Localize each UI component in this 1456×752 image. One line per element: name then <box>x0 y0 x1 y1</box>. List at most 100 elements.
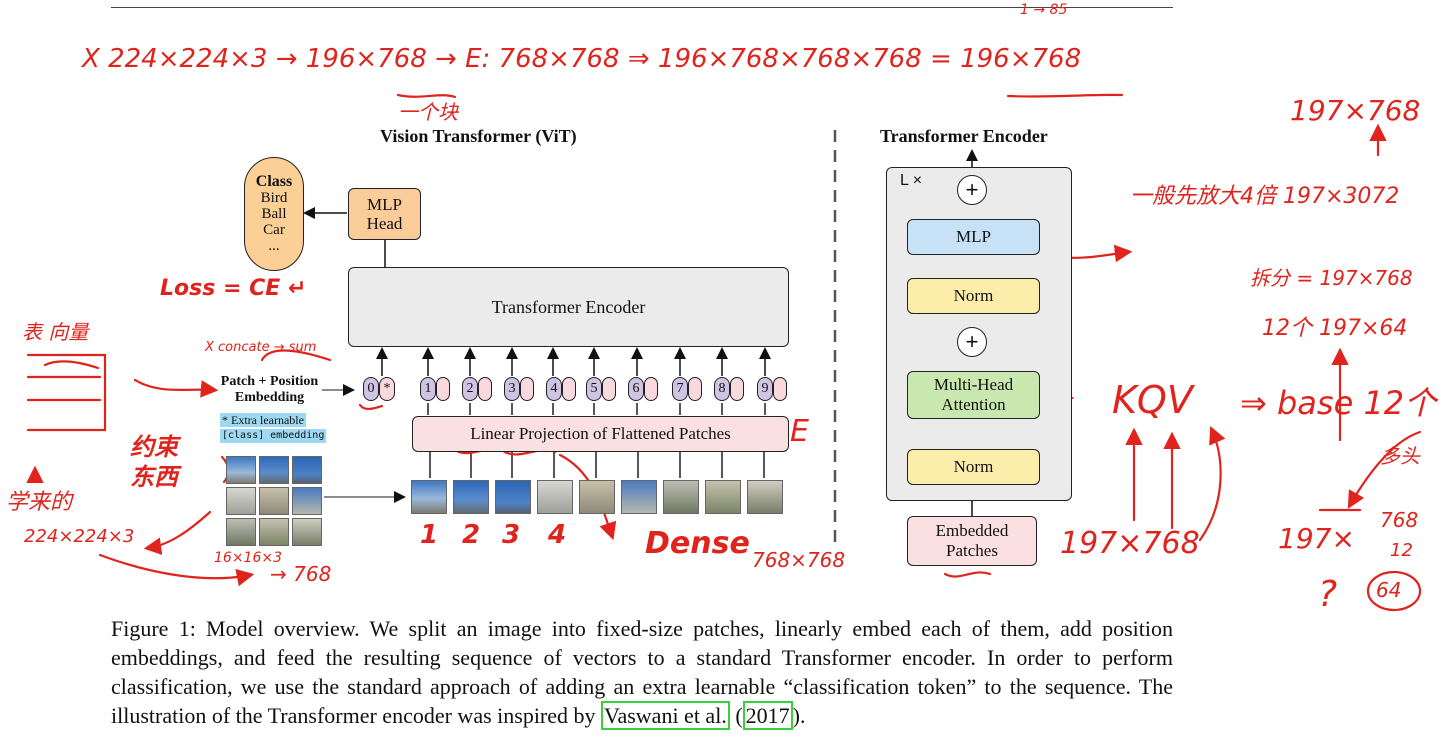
annotation-base: ⇒ base 12个 <box>1240 384 1437 422</box>
ref-close: ). <box>792 703 806 728</box>
annotation-num-3: 3 <box>502 520 521 550</box>
annotation-out-shape: 197×768 <box>1290 94 1421 127</box>
patch-seq-2 <box>453 480 489 514</box>
annotation-above-196: 1 → 85 <box>1020 2 1068 18</box>
annotation-e: E <box>790 414 809 449</box>
annotation-num-2: 2 <box>462 520 481 550</box>
annotation-question: ? <box>1318 574 1338 615</box>
annotation-to768: → 768 <box>270 562 332 586</box>
class-title: Class <box>255 173 293 190</box>
annotation-mlp-note: 一般先放大4倍 197×3072 <box>1130 184 1400 209</box>
patch-position-label: Patch + Position Embedding <box>220 374 319 405</box>
ref-open: ( <box>729 703 743 728</box>
ref-author-link[interactable]: Vaswani et al. <box>601 701 730 730</box>
top-rule <box>111 7 1173 8</box>
class-item-bird: Bird <box>260 190 288 206</box>
token-num-5: 5 <box>586 377 602 401</box>
token-pos-9 <box>773 377 787 401</box>
token-pos-1 <box>436 377 450 401</box>
class-output-box: Class Bird Ball Car ... <box>244 157 304 271</box>
token-pos-3 <box>520 377 534 401</box>
extra-learnable-line: * Extra learnable <box>220 413 306 427</box>
vit-title: Vision Transformer (ViT) <box>380 126 577 146</box>
grid-patch-3 <box>292 456 322 484</box>
class-item-car: Car <box>263 222 285 238</box>
attention-box: Multi-Head Attention <box>907 371 1040 419</box>
norm-top-box: Norm <box>907 278 1040 314</box>
plus-bottom: + <box>957 327 987 357</box>
token-pos-2 <box>478 377 492 401</box>
patch-seq-5 <box>579 480 615 514</box>
token-pos-7 <box>688 377 702 401</box>
grid-patch-8 <box>259 518 289 546</box>
grid-patch-1 <box>226 456 256 484</box>
patch-seq-3 <box>495 480 531 514</box>
annotation-learnable: 约束 东西 <box>130 433 178 491</box>
patch-seq-1 <box>411 480 447 514</box>
annotation-left-bottom: 224×224×3 <box>24 526 135 547</box>
grid-patch-9 <box>292 518 322 546</box>
patch-seq-7 <box>663 480 699 514</box>
patch-seq-4 <box>537 480 573 514</box>
annotation-patch-dims: 16×16×3 <box>214 550 282 566</box>
embedded-patches-box: Embedded Patches <box>907 516 1037 566</box>
annotation-left-mid: 学来的 <box>6 490 73 515</box>
token-pos-6 <box>644 377 658 401</box>
grid-patch-4 <box>226 487 256 515</box>
annotation-left-top: 表 向量 <box>22 320 89 344</box>
annotation-frac-den: 12 <box>1390 540 1413 561</box>
mlp-head-box: MLP Head <box>348 188 421 240</box>
transformer-encoder-box: Transformer Encoder <box>348 267 789 347</box>
token-num-2: 2 <box>462 377 478 401</box>
token-num-3: 3 <box>504 377 520 401</box>
class-embedding-line: [class] embedding <box>220 429 327 443</box>
annotation-concat: X concate → sum <box>205 340 317 355</box>
grid-patch-7 <box>226 518 256 546</box>
token-num-1: 1 <box>420 377 436 401</box>
class-item-ball: Ball <box>261 206 287 222</box>
patch-seq-6 <box>621 480 657 514</box>
token-num-0: 0 <box>363 377 379 401</box>
token-num-4: 4 <box>546 377 562 401</box>
annotation-dense-dims: 768×768 <box>752 548 846 572</box>
input-image-grid <box>226 456 322 546</box>
grid-patch-2 <box>259 456 289 484</box>
norm-bottom-box: Norm <box>907 449 1040 485</box>
annotation-frac-top: 197× <box>1278 522 1355 555</box>
grid-patch-6 <box>292 487 322 515</box>
mlp-box: MLP <box>907 219 1040 255</box>
token-pos-4 <box>562 377 576 401</box>
extra-learnable-note: * Extra learnable [class] embedding <box>220 413 327 443</box>
encoder-title: Transformer Encoder <box>880 126 1048 146</box>
token-num-9: 9 <box>757 377 773 401</box>
annotation-kqv-shape: 197×768 <box>1060 526 1200 561</box>
class-item-more: ... <box>268 238 280 254</box>
annotation-sixty-four: 64 <box>1376 578 1402 602</box>
annotation-twelve: 12个 197×64 <box>1262 316 1408 341</box>
annotation-loss: Loss = CE ↵ <box>160 276 307 301</box>
caption-text: Figure 1: Model overview. We split an im… <box>111 616 1173 728</box>
annotation-num-1: 1 <box>420 520 439 550</box>
plus-top: + <box>957 175 987 205</box>
annotation-dense: Dense <box>645 526 750 561</box>
repeat-label: L × <box>900 172 923 189</box>
token-num-7: 7 <box>672 377 688 401</box>
annotation-heads-note: 拆分 = 197×768 <box>1250 266 1413 290</box>
annotation-under-196: 一个块 <box>398 100 458 124</box>
grid-patch-5 <box>259 487 289 515</box>
linear-projection-box: Linear Projection of Flattened Patches <box>412 416 789 452</box>
annotation-top-line: X 224×224×3 → 196×768 → E: 768×768 ⇒ 196… <box>82 44 1082 74</box>
patch-seq-8 <box>705 480 741 514</box>
annotation-frac-num: 768 <box>1380 508 1419 532</box>
token-pos-5 <box>602 377 616 401</box>
patch-seq-9 <box>747 480 783 514</box>
ref-year-link[interactable]: 2017 <box>742 701 793 730</box>
token-num-8: 8 <box>714 377 730 401</box>
token-pos-8 <box>730 377 744 401</box>
annotation-num-4: 4 <box>548 520 567 550</box>
annotation-head-sub: 多头 <box>1380 444 1420 468</box>
token-num-6: 6 <box>628 377 644 401</box>
token-class-star: * <box>379 377 395 401</box>
annotation-kqv: KQV <box>1112 378 1193 422</box>
figure-caption: Figure 1: Model overview. We split an im… <box>111 614 1173 730</box>
